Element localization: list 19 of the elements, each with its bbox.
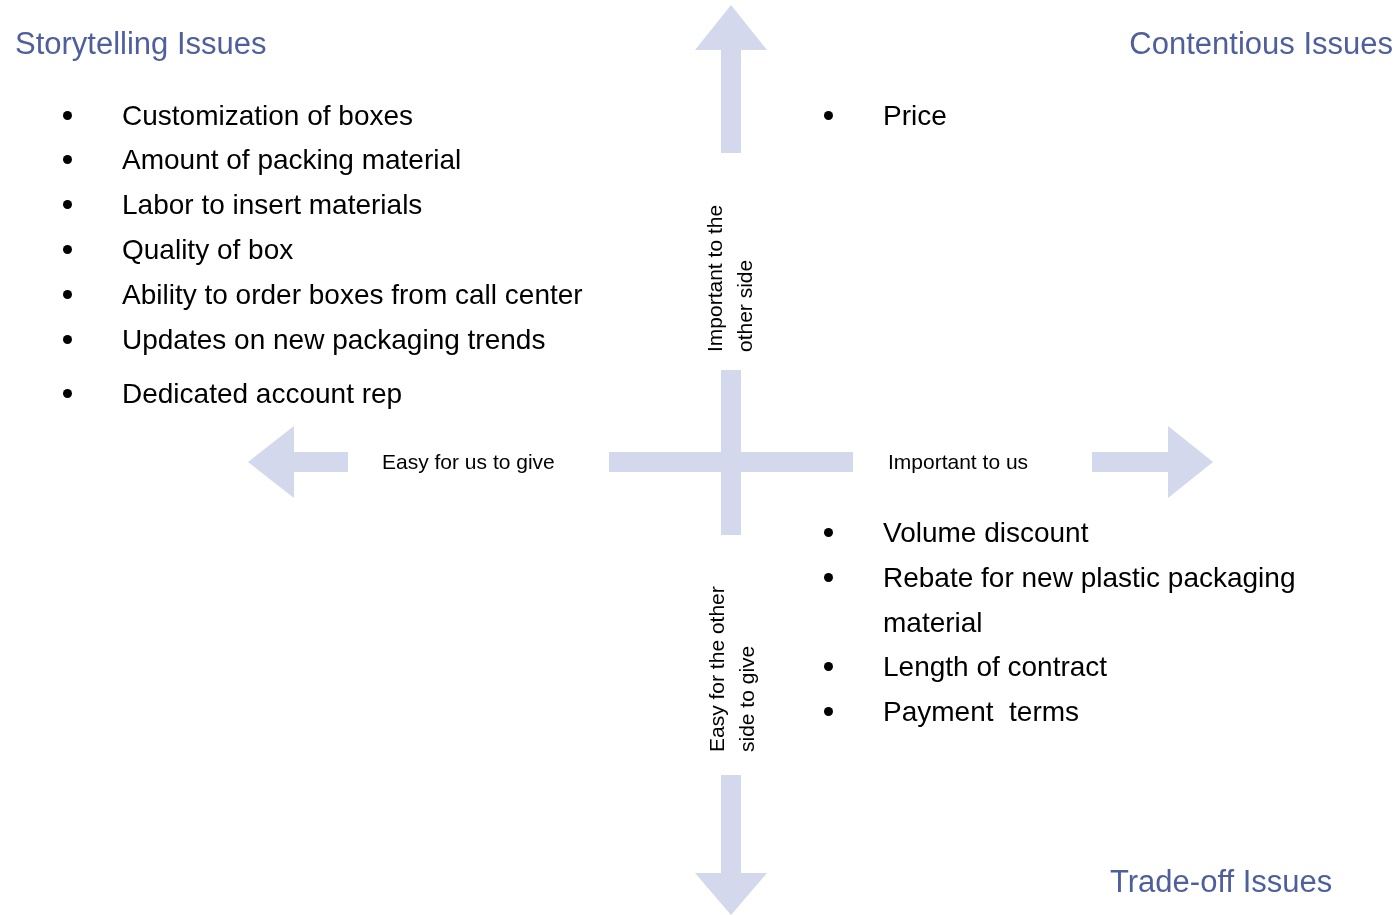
axis-label: Easy for the other side to give bbox=[704, 585, 759, 752]
quadrant-title: Contentious Issues bbox=[1129, 25, 1393, 63]
list-item: Dedicated account rep bbox=[122, 377, 403, 411]
list-item: Length of contract bbox=[883, 650, 1108, 684]
quadrant-title: Storytelling Issues bbox=[15, 25, 267, 63]
list-item: Volume discount bbox=[883, 516, 1089, 550]
list-item: Labor to insert materials bbox=[122, 188, 423, 222]
list-item: Price bbox=[883, 99, 947, 133]
list-item: Customization of boxes bbox=[122, 99, 414, 133]
list-item: Amount of packing material bbox=[122, 143, 462, 177]
list-item: Payment terms bbox=[883, 695, 1080, 729]
list-item: Quality of box bbox=[122, 233, 294, 267]
quadrant-title: Trade-off Issues bbox=[1110, 863, 1333, 901]
list-item: Rebate for new plastic packaging material bbox=[883, 561, 1297, 640]
axis-label: Easy for us to give bbox=[382, 449, 555, 475]
axis-label: Important to the other side bbox=[702, 203, 757, 352]
axis-label: Important to us bbox=[888, 449, 1029, 475]
list-item: Ability to order boxes from call center bbox=[122, 278, 583, 312]
list-item: Updates on new packaging trends bbox=[122, 323, 546, 357]
